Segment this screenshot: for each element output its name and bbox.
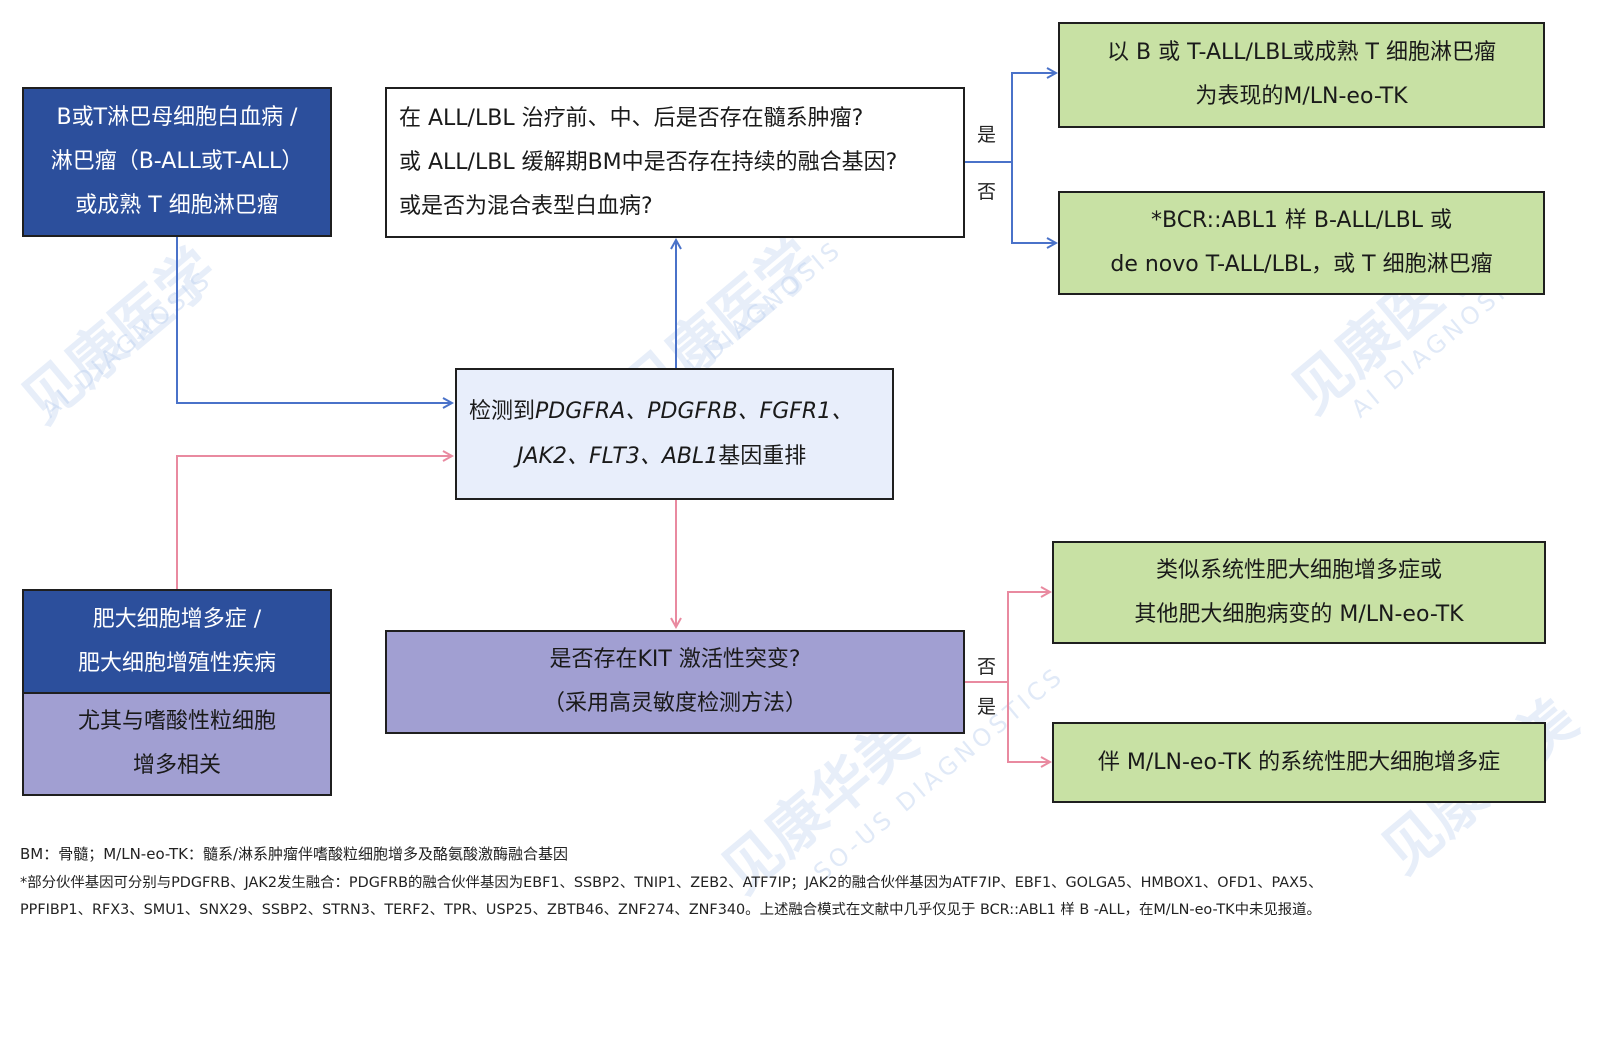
arrow-kit-no [1007, 592, 1050, 682]
box-line: 在 ALL/LBL 治疗前、中、后是否存在髓系肿瘤? [399, 105, 864, 131]
box-line: 尤其与嗜酸性粒细胞 [77, 709, 276, 734]
result-mastocytosis-like-box: 类似系统性肥大细胞增多症或 其他肥大细胞病变的 M/LN-eo-TK [1052, 541, 1546, 644]
box-line: 或成熟 T 细胞淋巴瘤 [75, 193, 279, 218]
arrow-kit-yes [1007, 682, 1050, 762]
box-line: 肥大细胞增殖性疾病 [77, 650, 276, 676]
footnote-fusion-partners-cont: PPFIBP1、RFX3、SMU1、SNX29、SSBP2、STRN3、TERF… [20, 902, 1321, 918]
arrow-mast-to-detect [176, 456, 452, 590]
box-line: 或是否为混合表型白血病? [399, 193, 653, 219]
all-question-box: 在 ALL/LBL 治疗前、中、后是否存在髓系肿瘤? 或 ALL/LBL 缓解期… [385, 87, 965, 238]
eosinophil-box: 尤其与嗜酸性粒细胞 增多相关 [22, 692, 332, 796]
box-line: 肥大细胞增多症 / [92, 606, 262, 632]
box-line: 增多相关 [132, 753, 221, 778]
gene-list: PDGFRA、PDGFRB、FGFR1、 [535, 399, 854, 424]
box-line: JAK2、FLT3、ABL1基因重排 [469, 434, 806, 479]
branch-label-no: 否 [977, 656, 997, 678]
box-line: 类似系统性肥大细胞增多症或 [1155, 557, 1442, 583]
branch-label-yes: 是 [977, 124, 997, 146]
box-line: B或T淋巴母细胞白血病 / [56, 105, 298, 130]
result-all-lbl-box: 以 B 或 T-ALL/LBL或成熟 T 细胞淋巴瘤 为表现的M/LN-eo-T… [1058, 22, 1545, 128]
box-line: 淋巴瘤（B-ALL或T-ALL） [50, 149, 304, 174]
lymphoblastic-box: B或T淋巴母细胞白血病 / 淋巴瘤（B-ALL或T-ALL） 或成熟 T 细胞淋… [22, 87, 332, 237]
box-line: 是否存在KIT 激活性突变? [549, 647, 801, 672]
arrow-lymphoblastic-to-detect [176, 236, 452, 403]
detect-suffix: 基因重排 [718, 444, 807, 469]
box-line: *BCR::ABL1 样 B-ALL/LBL 或 [1150, 208, 1452, 233]
footnote-abbreviations: BM：骨髓；M/LN-eo-TK：髓系/淋系肿瘤伴嗜酸粒细胞增多及酪氨酸激酶融合… [20, 845, 568, 863]
branch-label-no: 否 [977, 181, 997, 203]
box-line: 伴 M/LN-eo-TK 的系统性肥大细胞增多症 [1097, 749, 1501, 775]
branch-label-yes: 是 [977, 696, 997, 718]
arrow-question-no [1011, 162, 1056, 243]
box-line: （采用高灵敏度检测方法） [542, 691, 807, 716]
gene-list: JAK2、FLT3、ABL1 [517, 444, 719, 469]
arrow-question-yes [1011, 73, 1056, 162]
result-systemic-mastocytosis-box: 伴 M/LN-eo-TK 的系统性肥大细胞增多症 [1052, 722, 1546, 803]
mast-cell-box: 肥大细胞增多症 / 肥大细胞增殖性疾病 [22, 589, 332, 694]
box-line: 或 ALL/LBL 缓解期BM中是否存在持续的融合基因? [399, 149, 898, 175]
detect-prefix: 检测到 [469, 399, 536, 424]
kit-question-box: 是否存在KIT 激活性突变? （采用高灵敏度检测方法） [385, 630, 965, 734]
box-line: 其他肥大细胞病变的 M/LN-eo-TK [1134, 601, 1464, 627]
box-line: 以 B 或 T-ALL/LBL或成熟 T 细胞淋巴瘤 [1107, 40, 1496, 65]
box-line: de novo T-ALL/LBL，或 T 细胞淋巴瘤 [1110, 252, 1493, 277]
box-line: 检测到PDGFRA、PDGFRB、FGFR1、 [469, 389, 853, 434]
footnote-fusion-partners: *部分伙伴基因可分别与PDGFRB、JAK2发生融合：PDGFRB的融合伙伴基因… [20, 875, 1323, 891]
result-bcr-abl1-box: *BCR::ABL1 样 B-ALL/LBL 或 de novo T-ALL/L… [1058, 191, 1545, 295]
box-line: 为表现的M/LN-eo-TK [1195, 84, 1408, 109]
gene-rearrangement-box: 检测到PDGFRA、PDGFRB、FGFR1、 JAK2、FLT3、ABL1基因… [455, 368, 894, 500]
